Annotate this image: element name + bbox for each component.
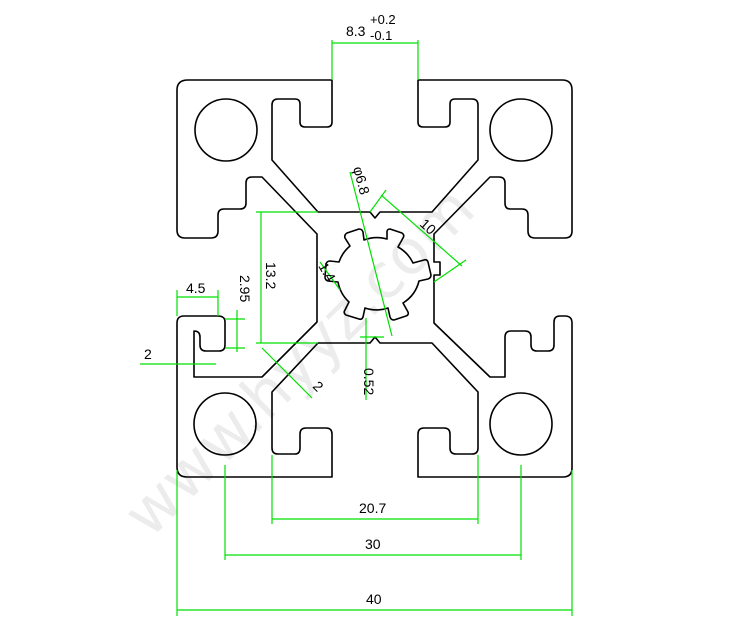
- dim-lip-width: 4.5: [186, 280, 206, 296]
- dim-line-diag-10: [380, 194, 463, 267]
- dim-gap: 0.52: [361, 368, 377, 395]
- dim-line-key: [319, 261, 341, 291]
- hole-bottom-left: [193, 392, 257, 456]
- dim-wall: 2: [144, 346, 152, 362]
- dim-slot-tol-minus: -0.1: [370, 28, 392, 43]
- dim-slot-width: 8.3: [346, 23, 366, 39]
- dim-ext-diag-a: [369, 189, 387, 213]
- dim-bore: φ6.8: [350, 165, 373, 197]
- hole-top-left: [194, 98, 258, 162]
- hole-top-right: [489, 98, 553, 162]
- center-bore: [324, 228, 432, 321]
- dim-width-40: 40: [366, 591, 382, 607]
- hole-bottom-right: [489, 392, 553, 456]
- dim-line-bore: [349, 171, 393, 337]
- dim-width-30: 30: [365, 536, 381, 552]
- dim-ext-diag-b: [433, 259, 467, 283]
- dim-lip-height: 2.95: [237, 275, 253, 302]
- dim-width-207: 20.7: [359, 500, 386, 516]
- dim-height-inner: 13.2: [263, 262, 279, 289]
- dim-slot-tol-plus: +0.2: [370, 12, 396, 27]
- dim-line-web: [261, 347, 313, 399]
